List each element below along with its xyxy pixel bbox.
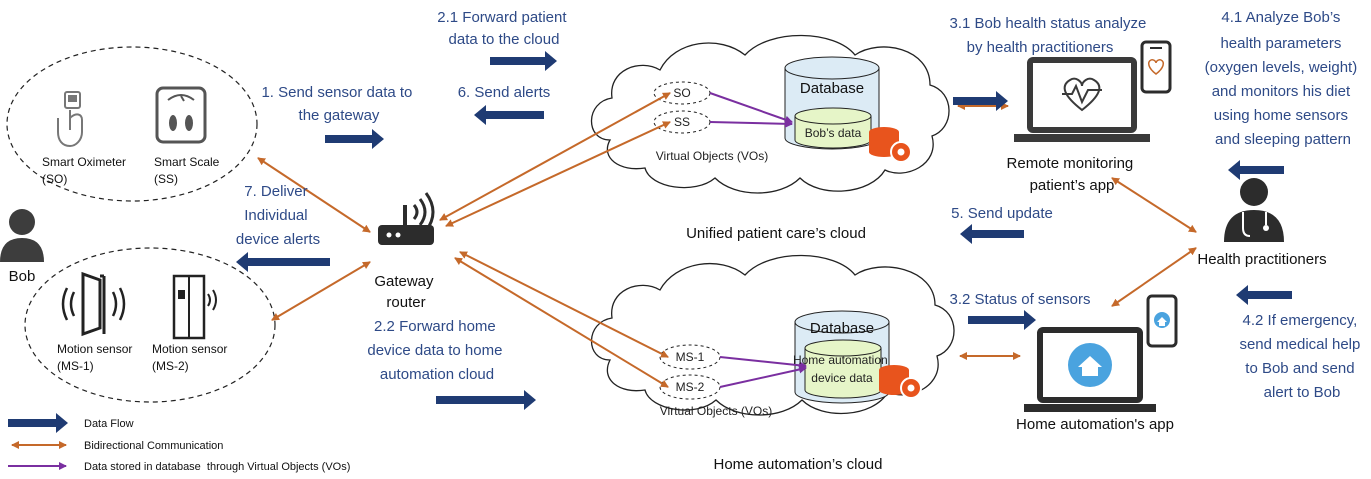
step-3-1-label: 3.1 Bob health status analyze by health … xyxy=(950,15,1151,56)
text-line: 1. Send sensor data to xyxy=(261,84,412,101)
step-7-label: 7. Deliver Individual device alerts xyxy=(236,183,320,248)
text-line: 3.1 Bob health status analyze xyxy=(950,15,1147,32)
text-line: 7. Deliver xyxy=(244,183,307,200)
home-sensors-group xyxy=(24,247,276,403)
text-line: 4.1 Analyze Bob’s xyxy=(1221,9,1340,26)
legend-data-flow-swatch xyxy=(8,413,68,433)
fridge-sensor-icon xyxy=(172,274,217,340)
text-line: 5. Send update xyxy=(951,205,1053,222)
phone-home-icon xyxy=(1146,294,1178,348)
remote-laptop-icon xyxy=(1014,57,1150,142)
text-line: 6. Send alerts xyxy=(458,84,551,101)
text-line: send medical help xyxy=(1239,336,1360,353)
text-line: Smart Oximeter xyxy=(42,155,126,169)
step-5-label: 5. Send update xyxy=(951,205,1053,222)
text-line: device alerts xyxy=(236,231,320,248)
home-laptop-icon xyxy=(1024,327,1156,412)
text-line: Motion sensor xyxy=(152,342,227,356)
step-6-label: 6. Send alerts xyxy=(458,84,551,101)
legend-vo-store-label: Data stored in database through Virtual … xyxy=(84,461,350,473)
door-sensor-icon xyxy=(61,271,126,337)
step-3-2-label: 3.2 Status of sensors xyxy=(950,291,1091,308)
text-line: 2.2 Forward home xyxy=(374,318,496,335)
smart-scale-label: Smart Scale (SS) xyxy=(154,155,223,186)
legend: Data Flow Bidirectional Communication Da… xyxy=(8,413,350,473)
phone-heart-icon xyxy=(1140,40,1172,94)
text-line: the gateway xyxy=(299,107,380,124)
text-line: device data to home xyxy=(367,342,502,359)
vo-store-arrows xyxy=(709,92,807,388)
text-line: (MS-2) xyxy=(152,359,189,373)
text-line: using home sensors xyxy=(1214,107,1348,124)
text-line: Gateway xyxy=(374,273,434,290)
text-line: by health practitioners xyxy=(967,39,1114,56)
text-line: 2.1 Forward patient xyxy=(437,9,567,26)
router-icon xyxy=(378,192,435,245)
text-line: patient’s app xyxy=(1030,177,1115,194)
bob-label: Bob xyxy=(9,268,36,285)
home-vo-caption: Virtual Objects (VOs) xyxy=(660,404,772,418)
step-1-label: 1. Send sensor data to the gateway xyxy=(261,84,416,124)
text-line: Smart Scale xyxy=(154,155,220,169)
bidirectional-arrows xyxy=(257,92,1197,388)
db-gear-icon xyxy=(879,365,922,399)
doctor-icon xyxy=(1224,178,1284,242)
patient-vo-caption: Virtual Objects (VOs) xyxy=(656,149,768,163)
step-2-2-label: 2.2 Forward home device data to home aut… xyxy=(367,318,506,383)
text-line: router xyxy=(386,294,425,311)
text-line: (SO) xyxy=(42,172,67,186)
text-line: (oxygen levels, weight) xyxy=(1205,59,1358,76)
patient-db-title: Database xyxy=(800,80,864,97)
home-app-label: Home automation's app xyxy=(1016,416,1174,433)
gateway-label: Gateway router xyxy=(374,273,437,311)
text-line: alert to Bob xyxy=(1264,384,1341,401)
vo-ms2-label: MS-2 xyxy=(676,380,705,394)
step-4-2-label: 4.2 If emergency, send medical help to B… xyxy=(1239,312,1364,401)
data-flow-arrows xyxy=(236,51,1292,410)
vo-so-label: SO xyxy=(673,86,690,100)
patient-database xyxy=(784,56,880,150)
text-line: health parameters xyxy=(1220,35,1341,52)
text-line: Individual xyxy=(244,207,307,224)
patient-cloud-label: Unified patient care’s cloud xyxy=(686,225,866,242)
text-line: device data xyxy=(811,371,873,385)
text-line: and sleeping pattern xyxy=(1215,131,1351,148)
legend-bidirectional-label: Bidirectional Communication xyxy=(84,440,223,452)
home-db-title: Database xyxy=(810,320,874,337)
text-line: to Bob and send xyxy=(1245,360,1354,377)
legend-data-flow-label: Data Flow xyxy=(84,418,134,430)
vo-ss-label: SS xyxy=(674,115,690,129)
text-line: automation cloud xyxy=(380,366,494,383)
remote-app-label: Remote monitoring patient’s app xyxy=(1007,155,1138,194)
patient-sensors-group xyxy=(6,46,258,202)
health-practitioners-label: Health practitioners xyxy=(1197,251,1326,268)
text-line: and monitors his diet xyxy=(1212,83,1351,100)
bob-icon xyxy=(0,209,44,262)
db-gear-icon xyxy=(869,127,912,163)
text-line: data to the cloud xyxy=(449,31,560,48)
patient-db-content: Bob’s data xyxy=(805,126,862,140)
text-line: Remote monitoring xyxy=(1007,155,1134,172)
step-2-1-label: 2.1 Forward patient data to the cloud xyxy=(437,9,570,48)
text-line: 3.2 Status of sensors xyxy=(950,291,1091,308)
text-line: 4.2 If emergency, xyxy=(1243,312,1358,329)
scale-icon xyxy=(155,86,207,144)
home-database xyxy=(794,310,890,404)
motion-sensor-2-label: Motion sensor (MS-2) xyxy=(152,342,231,373)
oximeter-icon xyxy=(57,91,83,148)
text-line: (MS-1) xyxy=(57,359,94,373)
text-line: (SS) xyxy=(154,172,178,186)
text-line: Home automation xyxy=(793,353,888,367)
smart-oximeter-label: Smart Oximeter (SO) xyxy=(42,155,129,186)
motion-sensor-1-label: Motion sensor (MS-1) xyxy=(57,342,136,373)
vo-ms1-label: MS-1 xyxy=(676,350,705,364)
text-line: Motion sensor xyxy=(57,342,132,356)
home-db-content: Home automation device data xyxy=(793,353,891,385)
patient-cloud xyxy=(590,34,950,194)
home-cloud-label: Home automation’s cloud xyxy=(714,456,883,473)
step-4-1-label: 4.1 Analyze Bob’s health parameters (oxy… xyxy=(1205,9,1362,148)
